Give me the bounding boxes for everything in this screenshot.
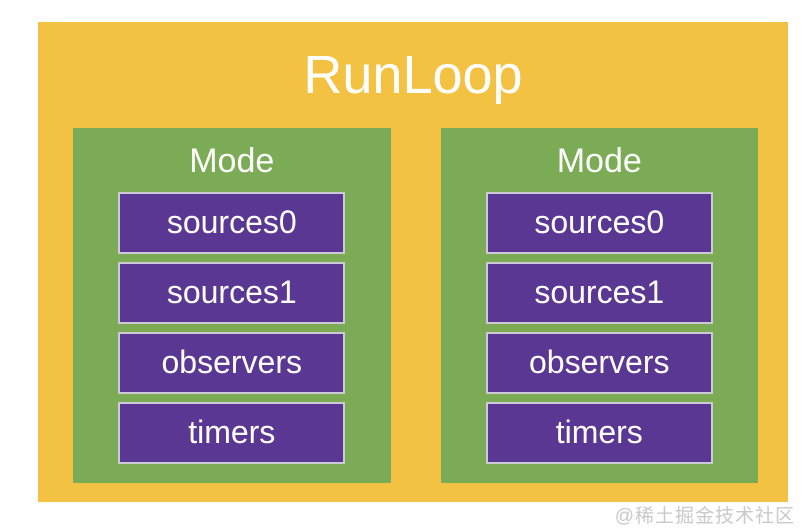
watermark: @稀土掘金技术社区	[614, 506, 795, 527]
mode-item-sources0: sources0	[485, 191, 713, 254]
runloop-container: RunLoop Mode sources0 sources1 observers…	[38, 22, 788, 502]
mode-item-timers: timers	[118, 401, 346, 464]
mode-item-sources1: sources1	[485, 261, 713, 324]
mode-title: Mode	[556, 142, 642, 180]
mode-item-sources1: sources1	[118, 261, 346, 324]
mode-item-observers: observers	[485, 331, 713, 394]
mode-title: Mode	[189, 142, 275, 180]
modes-row: Mode sources0 sources1 observers timers …	[73, 128, 758, 483]
mode-box-right: Mode sources0 sources1 observers timers	[440, 128, 758, 483]
mode-item-sources0: sources0	[118, 191, 346, 254]
mode-item-observers: observers	[118, 331, 346, 394]
mode-items: sources0 sources1 observers timers	[118, 191, 346, 464]
mode-items: sources0 sources1 observers timers	[485, 191, 713, 464]
mode-box-left: Mode sources0 sources1 observers timers	[73, 128, 391, 483]
runloop-title: RunLoop	[303, 45, 523, 105]
mode-item-timers: timers	[485, 401, 713, 464]
